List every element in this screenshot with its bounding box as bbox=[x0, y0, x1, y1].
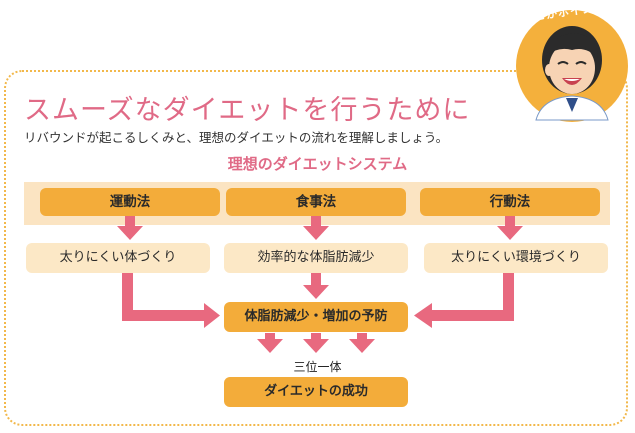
result-environment: 太りにくい環境づくり bbox=[424, 243, 608, 273]
result-body: 太りにくい体づくり bbox=[26, 243, 210, 273]
page-title: スムーズなダイエットを行うために bbox=[24, 95, 471, 126]
arrow-out-2 bbox=[303, 333, 329, 353]
success-box: ダイエットの成功 bbox=[224, 377, 408, 407]
arrow-down-3 bbox=[497, 216, 523, 240]
point-character-badge bbox=[516, 10, 628, 122]
arrow-down-2 bbox=[303, 216, 329, 240]
arrow-right-to-center bbox=[414, 273, 514, 328]
system-title: 理想のダイエットシステム bbox=[227, 155, 408, 173]
arrow-down-1 bbox=[117, 216, 143, 240]
arrow-out-3 bbox=[349, 333, 375, 353]
arrow-out-1 bbox=[257, 333, 283, 353]
method-behavior: 行動法 bbox=[420, 188, 600, 216]
result-fat-loss: 効率的な体脂肪減少 bbox=[224, 243, 408, 273]
method-exercise: 運動法 bbox=[40, 188, 220, 216]
page-subtitle: リバウンドが起こるしくみと、理想のダイエットの流れを理解しましょう。 bbox=[24, 130, 449, 145]
method-diet: 食事法 bbox=[226, 188, 406, 216]
unity-label: 三位一体 bbox=[293, 360, 342, 374]
center-box: 体脂肪減少・増加の予防 bbox=[224, 302, 408, 332]
arrow-middle-to-center bbox=[303, 273, 329, 299]
arrow-left-to-center bbox=[122, 273, 220, 328]
